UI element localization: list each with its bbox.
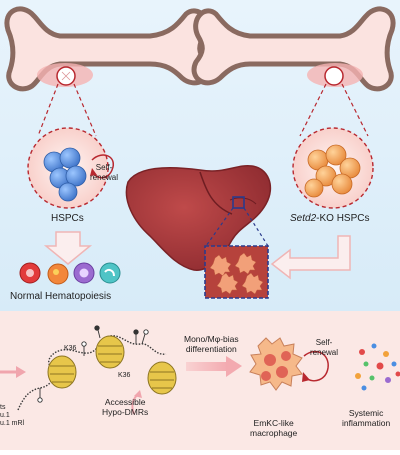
ko-label: Setd2-KO HSPCs — [290, 213, 369, 224]
self-renewal-label-bottom: Self- renewal — [310, 338, 338, 358]
k36-label-a: K36 — [64, 345, 76, 352]
ko-gene-name: Setd2 — [290, 213, 316, 224]
hspc-label: HSPCs — [51, 213, 84, 224]
ko-zoom-circle — [293, 128, 373, 208]
systemic-inflammation-label: Systemic inflammation — [342, 408, 390, 428]
dmr-label: Accessible Hypo-DMRs — [102, 397, 148, 417]
cut-text: ts u.1 u.1 mRl — [0, 404, 24, 428]
self-renewal-label-top: Self- renewal — [90, 163, 118, 183]
k36-label-b: K36 — [118, 372, 130, 379]
emkc-label: EmKC-like macrophage — [250, 418, 297, 438]
normal-hematopoiesis-label: Normal Hematopoiesis — [10, 291, 111, 302]
ko-label-suffix: -KO HSPCs — [316, 213, 369, 224]
differentiation-label: Mono/Mφ-bias differentiation — [184, 334, 239, 354]
diff-arrow — [186, 362, 228, 371]
